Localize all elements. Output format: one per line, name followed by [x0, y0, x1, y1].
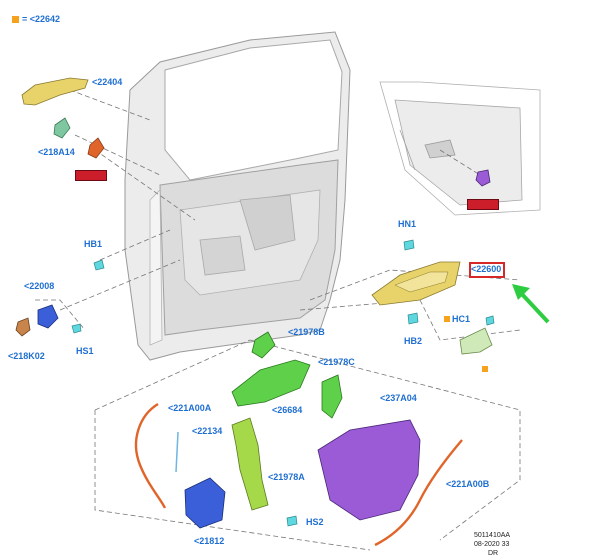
callout-HC1: HC1 — [452, 314, 471, 324]
callout-HN1: HN1 — [398, 219, 417, 229]
part-237A04-cover — [317, 419, 421, 521]
part-21978A — [231, 417, 269, 511]
callout-HS2: HS2 — [306, 517, 324, 527]
part-221A00B-cable — [374, 439, 463, 547]
part-218A14 — [53, 117, 71, 139]
callout-218A14: <218A14 — [38, 147, 75, 157]
redacted-label-right — [467, 199, 499, 210]
callout-221A00A: <221A00A — [168, 403, 212, 413]
callout-HB1: HB1 — [84, 239, 103, 249]
redacted-label-left — [75, 170, 107, 181]
footer-line3: DR — [488, 550, 499, 557]
part-21812-latch — [184, 477, 226, 529]
footer-line2: 08-2020 33 — [474, 541, 510, 548]
callout-22134: <22134 — [192, 426, 223, 436]
part-22134-rod — [175, 431, 179, 473]
part-218K02 — [15, 317, 31, 337]
legend-marker — [12, 16, 19, 23]
door-shell — [124, 31, 351, 361]
part-221A00A-cable — [134, 402, 167, 509]
highlight-box-22600 — [469, 262, 505, 278]
legend-label: = <22642 — [22, 14, 61, 24]
footer-line1: 5011410AA — [474, 532, 511, 539]
callout-21812: <21812 — [194, 536, 225, 546]
callout-221A00B: <221A00B — [446, 479, 490, 489]
part-22600-handle — [371, 261, 461, 306]
part-HN1-clip — [403, 239, 415, 251]
part-26684-handle-green — [231, 359, 311, 407]
callout-22600: <22600 — [471, 264, 502, 274]
callout-21978B: <21978B — [288, 327, 325, 337]
callout-237A04: <237A04 — [380, 393, 417, 403]
inset-view — [379, 81, 541, 216]
callout-21978C: <21978C — [318, 357, 355, 367]
callout-26684: <26684 — [272, 405, 303, 415]
callout-218K02: <218K02 — [8, 351, 45, 361]
part-HS2-clip — [286, 515, 298, 527]
part-HS1-clip — [71, 323, 82, 334]
callout-21978A: <21978A — [268, 472, 305, 482]
part-22008 — [37, 304, 59, 329]
callout-22008: <22008 — [24, 281, 55, 291]
part-HC1-bracket — [444, 315, 495, 372]
callout-HS1: HS1 — [76, 346, 94, 356]
part-redacted-left-orange — [87, 137, 105, 159]
part-redacted-right-purple — [475, 169, 491, 187]
callout-22404: <22404 — [92, 77, 123, 87]
part-21978C — [321, 374, 343, 419]
part-HB2-clip — [407, 312, 419, 325]
green-arrow-icon — [512, 284, 550, 324]
part-21978B — [251, 331, 276, 359]
part-22404 — [21, 77, 89, 106]
part-HB1-clip — [93, 259, 105, 271]
callout-HB2: HB2 — [404, 336, 423, 346]
